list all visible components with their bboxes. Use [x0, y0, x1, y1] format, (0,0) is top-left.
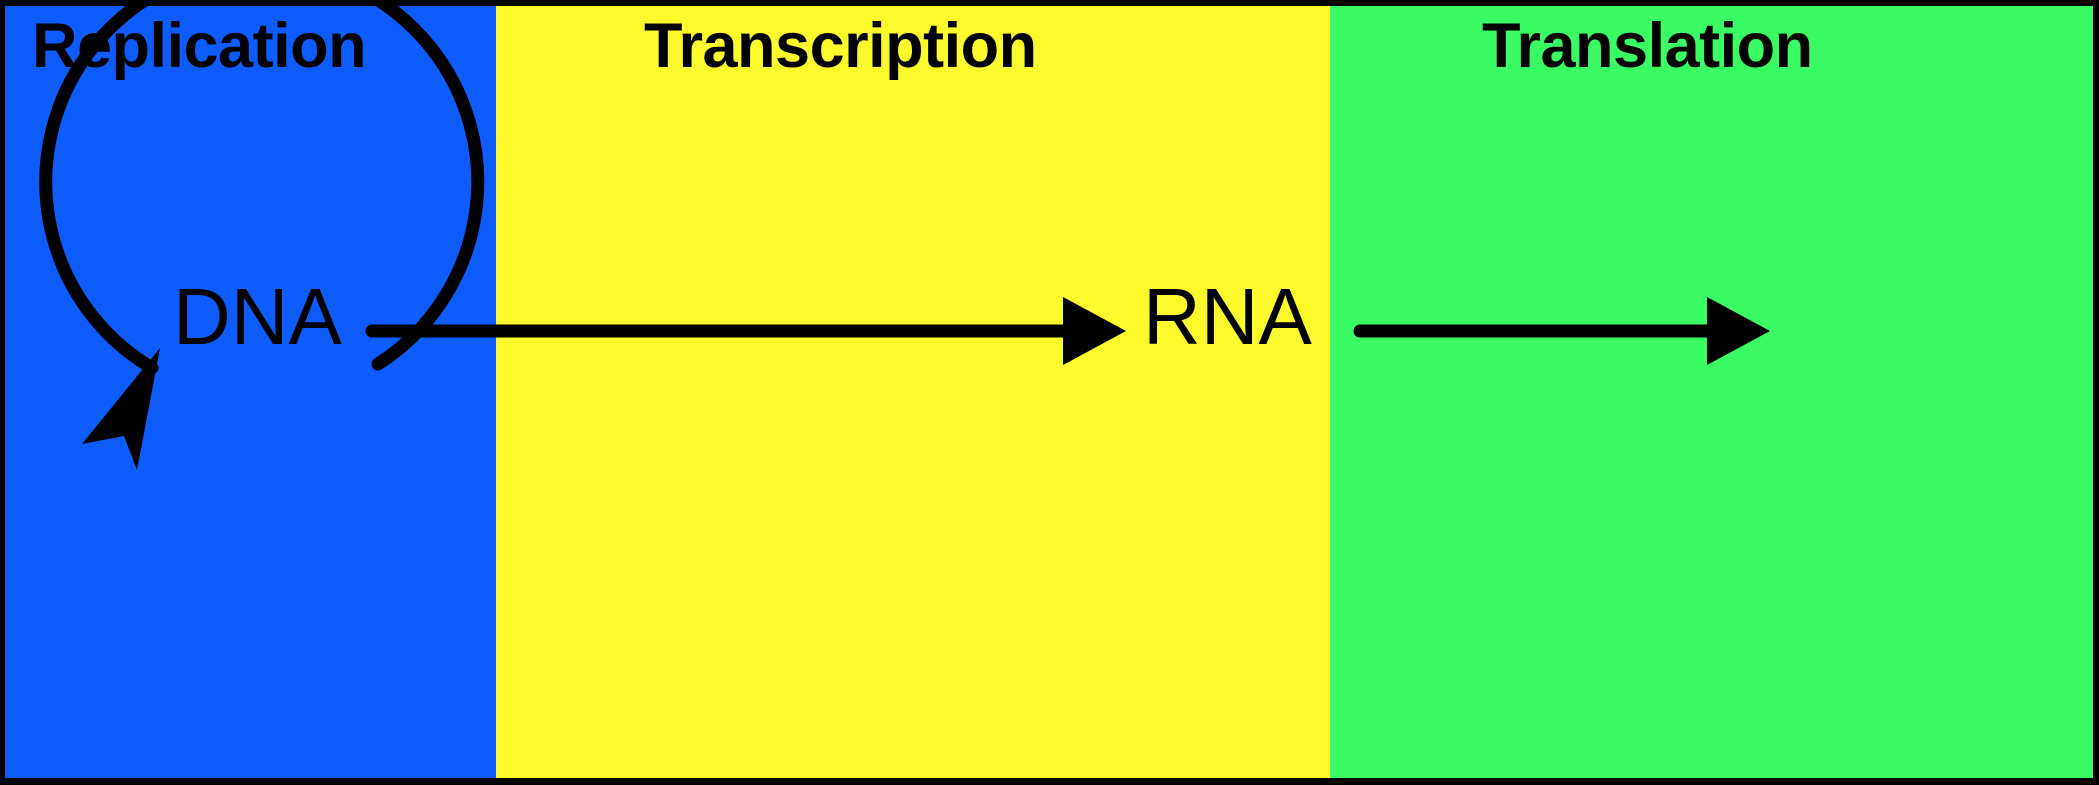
- panel-title-transcription: Transcription: [644, 11, 1037, 81]
- panel-transcription: Transcription: [496, 5, 1330, 780]
- node-label-dna: DNA: [173, 272, 342, 361]
- panel-title-translation: Translation: [1482, 11, 1813, 81]
- node-label-rna: RNA: [1143, 272, 1312, 361]
- panel-title-replication: Replication: [32, 11, 367, 81]
- panel-translation: Translation: [1330, 5, 2095, 780]
- panel-replication: Replication: [4, 5, 496, 780]
